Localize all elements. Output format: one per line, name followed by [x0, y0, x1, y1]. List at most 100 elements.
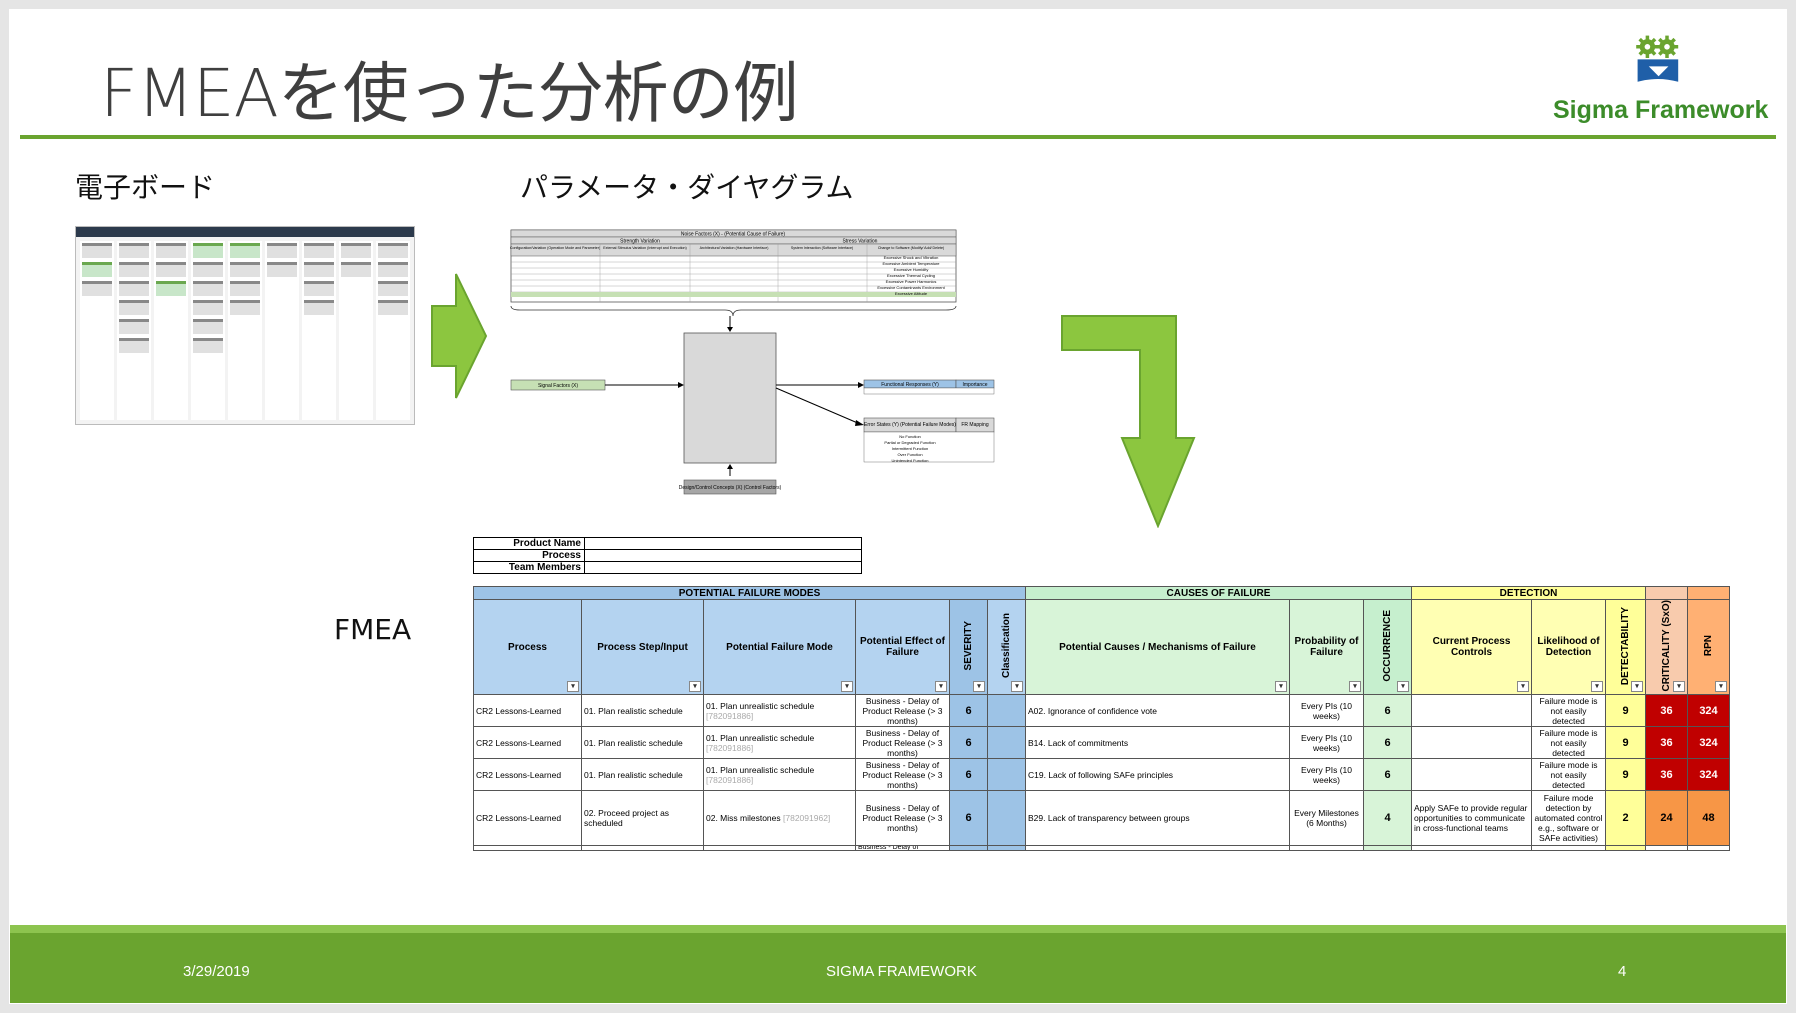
header-severity[interactable]: SEVERITY▾: [949, 598, 988, 696]
pd-col-header: Configuration/Variation (Operation Mode …: [510, 246, 600, 250]
cell-process[interactable]: CR2 Lessons-Learned: [473, 726, 582, 760]
cell-controls[interactable]: [1411, 758, 1532, 792]
cell-effect[interactable]: Business - Delay of Product Release (> 3…: [855, 758, 950, 792]
cell-causes[interactable]: A02. Ignorance of confidence vote: [1025, 694, 1290, 728]
header-criticality[interactable]: CRITICALITY (SxO)▾: [1645, 598, 1688, 696]
filter-dropdown-icon[interactable]: ▾: [1011, 681, 1023, 693]
header-detectability[interactable]: DETECTABILITY▾: [1605, 598, 1646, 696]
cell-controls[interactable]: [1411, 694, 1532, 728]
cell-severity[interactable]: 6: [949, 694, 988, 728]
filter-dropdown-icon[interactable]: ▾: [1591, 681, 1603, 693]
header-rpn[interactable]: RPN▾: [1687, 598, 1730, 696]
cell-classification[interactable]: [987, 726, 1026, 760]
header-effect[interactable]: Potential Effect of Failure▾: [855, 598, 950, 696]
cell-causes[interactable]: B14. Lack of commitments: [1025, 726, 1290, 760]
filter-dropdown-icon[interactable]: ▾: [973, 681, 985, 693]
header-process[interactable]: Process▾: [473, 598, 582, 696]
cell-occurrence[interactable]: 6: [1363, 694, 1412, 728]
filter-dropdown-icon[interactable]: ▾: [1275, 681, 1287, 693]
header-classification[interactable]: Classification▾: [987, 598, 1026, 696]
cell-detectability[interactable]: 2: [1605, 790, 1646, 847]
cell-step[interactable]: 01. Plan realistic schedule: [581, 758, 704, 792]
cell-likelihood[interactable]: Failure mode is not easily detected: [1531, 726, 1606, 760]
cell-causes[interactable]: B29. Lack of transparency between groups: [1025, 790, 1290, 847]
product-name-value[interactable]: [584, 537, 862, 550]
cell-detectability[interactable]: 9: [1605, 758, 1646, 792]
cell-step[interactable]: 01. Plan realistic schedule: [581, 694, 704, 728]
header-likelihood[interactable]: Likelihood of Detection▾: [1531, 598, 1606, 696]
cell-effect[interactable]: Business - Delay of Product Release (> 3…: [855, 694, 950, 728]
pd-importance: Importance: [962, 382, 987, 388]
cell-occurrence[interactable]: 6: [1363, 726, 1412, 760]
team-members-value[interactable]: [584, 561, 862, 574]
cell-classification[interactable]: [987, 694, 1026, 728]
cell-effect[interactable]: Business - Delay of Product Release (> 3…: [855, 726, 950, 760]
cell-criticality[interactable]: 36: [1645, 758, 1688, 792]
header-causes[interactable]: Potential Causes / Mechanisms of Failure…: [1025, 598, 1290, 696]
cell-probability[interactable]: Every Milestones (6 Months): [1289, 790, 1364, 847]
header-occurrence[interactable]: OCCURRENCE▾: [1363, 598, 1412, 696]
cell-rpn[interactable]: 324: [1687, 694, 1730, 728]
cell-causes[interactable]: C19. Lack of following SAFe principles: [1025, 758, 1290, 792]
cell-likelihood[interactable]: Failure mode is not easily detected: [1531, 694, 1606, 728]
filter-dropdown-icon[interactable]: ▾: [935, 681, 947, 693]
cell-process[interactable]: CR2 Lessons-Learned: [473, 694, 582, 728]
cell-effect[interactable]: Business - Delay of Product Release (> 3…: [855, 790, 950, 847]
cell-occurrence[interactable]: 6: [1363, 758, 1412, 792]
group-causes-of-failure: CAUSES OF FAILURE: [1025, 586, 1412, 600]
cell-probability[interactable]: Every PIs (10 weeks): [1289, 726, 1364, 760]
filter-dropdown-icon[interactable]: ▾: [1631, 681, 1643, 693]
filter-dropdown-icon[interactable]: ▾: [1715, 681, 1727, 693]
header-step[interactable]: Process Step/Input▾: [581, 598, 704, 696]
cell-process[interactable]: CR2 Lessons-Learned: [473, 790, 582, 847]
cell-likelihood[interactable]: Failure mode is not easily detected: [1531, 758, 1606, 792]
cell-mode[interactable]: 02. Miss milestones [782091962]: [703, 790, 856, 847]
pd-stress-item: Excessive Power Harmonics: [886, 279, 937, 284]
pd-col-header: External Stimulus Variation (Interrupt a…: [603, 246, 686, 250]
cell-step[interactable]: 01. Plan realistic schedule: [581, 726, 704, 760]
cell-severity[interactable]: 6: [949, 726, 988, 760]
cell-criticality[interactable]: 36: [1645, 694, 1688, 728]
header-mode[interactable]: Potential Failure Mode▾: [703, 598, 856, 696]
cell-mode[interactable]: 01. Plan unrealistic schedule[782091886]: [703, 694, 856, 728]
cell-rpn[interactable]: 324: [1687, 758, 1730, 792]
cell-effect[interactable]: Business - Delay of: [855, 845, 950, 852]
filter-dropdown-icon[interactable]: ▾: [1517, 681, 1529, 693]
down-arrow-icon: [1061, 315, 1196, 528]
cell-criticality[interactable]: 36: [1645, 726, 1688, 760]
filter-dropdown-icon[interactable]: ▾: [1673, 681, 1685, 693]
cell-controls[interactable]: [1411, 726, 1532, 760]
cell-probability[interactable]: Every PIs (10 weeks): [1289, 694, 1364, 728]
cell-rpn[interactable]: 324: [1687, 726, 1730, 760]
filter-dropdown-icon[interactable]: ▾: [1349, 681, 1361, 693]
filter-dropdown-icon[interactable]: ▾: [841, 681, 853, 693]
cell-process[interactable]: CR2 Lessons-Learned: [473, 758, 582, 792]
filter-dropdown-icon[interactable]: ▾: [689, 681, 701, 693]
footer-date: 3/29/2019: [183, 963, 250, 980]
pd-stress-item: Excessive Humidity: [894, 267, 929, 272]
cell-likelihood[interactable]: Failure mode detection by automated cont…: [1531, 790, 1606, 847]
pd-error-item: Unintended Function: [892, 458, 929, 463]
cell-mode[interactable]: 01. Plan unrealistic schedule[782091886]: [703, 726, 856, 760]
process-value[interactable]: [584, 549, 862, 562]
cell-classification[interactable]: [987, 758, 1026, 792]
cell-classification[interactable]: [987, 790, 1026, 847]
header-controls[interactable]: Current Process Controls▾: [1411, 598, 1532, 696]
filter-dropdown-icon[interactable]: ▾: [567, 681, 579, 693]
filter-dropdown-icon[interactable]: ▾: [1397, 681, 1409, 693]
cell-rpn[interactable]: 48: [1687, 790, 1730, 847]
label-fmea: FMEA: [334, 613, 412, 646]
cell-mode[interactable]: 01. Plan unrealistic schedule[782091886]: [703, 758, 856, 792]
cell-severity[interactable]: 6: [949, 758, 988, 792]
cell-occurrence[interactable]: 4: [1363, 790, 1412, 847]
cell-severity[interactable]: 6: [949, 790, 988, 847]
cell-detectability[interactable]: 9: [1605, 694, 1646, 728]
cell-detectability[interactable]: 9: [1605, 726, 1646, 760]
header-probability[interactable]: Probability of Failure▾: [1289, 598, 1364, 696]
cell-step[interactable]: 02. Proceed project as scheduled: [581, 790, 704, 847]
pd-stress-item: Excessive Thermal Cycling: [887, 273, 935, 278]
cell-criticality[interactable]: 24: [1645, 790, 1688, 847]
cell-probability[interactable]: Every PIs (10 weeks): [1289, 758, 1364, 792]
cell-controls[interactable]: Apply SAFe to provide regular opportunit…: [1411, 790, 1532, 847]
